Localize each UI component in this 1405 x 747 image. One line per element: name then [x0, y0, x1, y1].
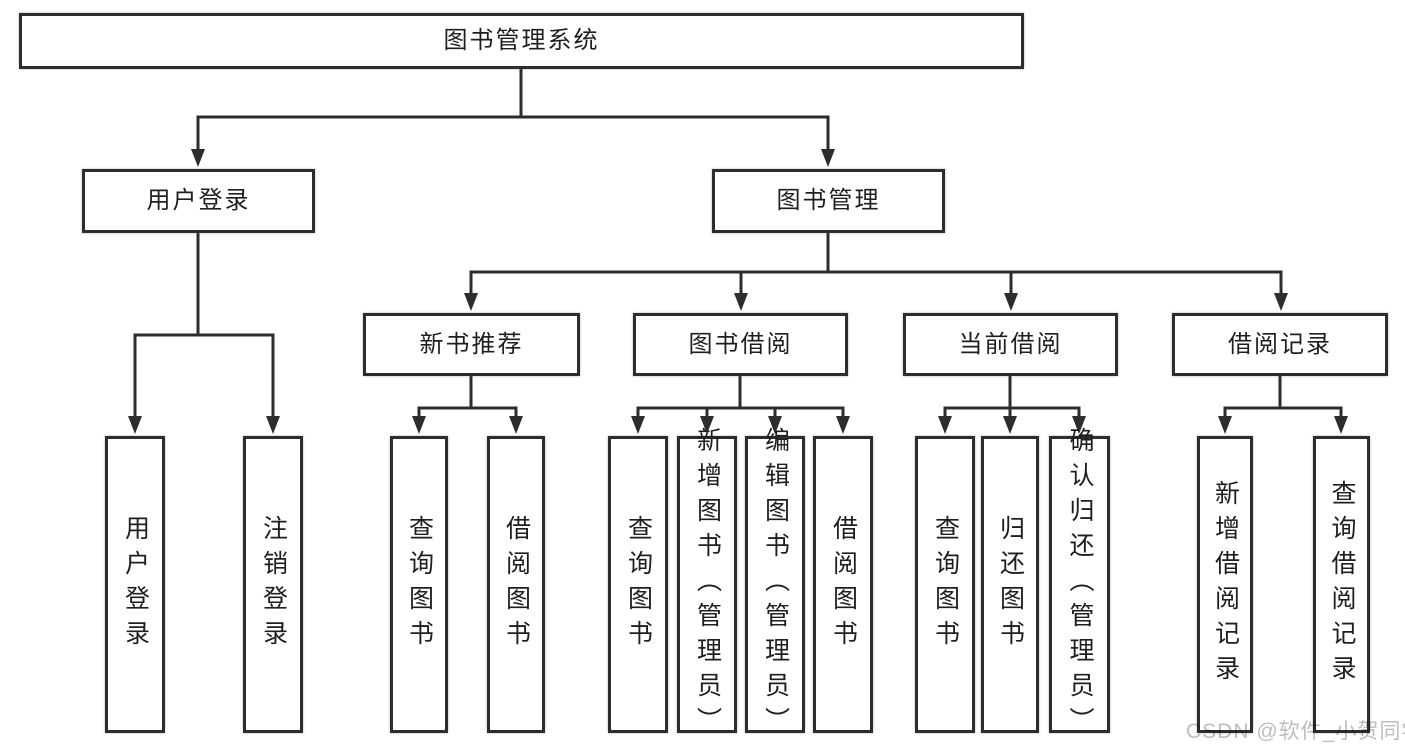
node-book-management: 图书管理 — [712, 169, 945, 233]
node-label: 借阅图书 — [829, 514, 858, 655]
node-current-borrow: 当前借阅 — [903, 313, 1118, 376]
node-label: 图书管理 — [776, 187, 881, 214]
node-book-borrow: 图书借阅 — [633, 313, 848, 376]
node-label: 当前借阅 — [958, 330, 1063, 358]
node-label: 图书借阅 — [688, 330, 793, 358]
node-user-login: 用户登录 — [82, 169, 315, 233]
node-label: 图书管理系统 — [443, 27, 600, 54]
node-label: 新增借阅记录 — [1211, 479, 1240, 690]
leaf-edit-book-admin: 编辑图书（管理员） — [745, 427, 805, 742]
node-label: 查询图书 — [931, 514, 960, 655]
node-label: 注销登录 — [259, 514, 288, 655]
leaf-query-books-borrow: 查询图书 — [608, 436, 668, 733]
leaf-return-books: 归还图书 — [981, 436, 1039, 733]
node-label: 借阅记录 — [1228, 330, 1332, 358]
node-label: 查询图书 — [405, 514, 434, 655]
node-borrow-records: 借阅记录 — [1172, 313, 1388, 376]
leaf-add-borrow-record: 新增借阅记录 — [1197, 436, 1253, 733]
leaf-confirm-return-admin: 确认归还（管理员） — [1049, 427, 1110, 742]
node-library-management-system: 图书管理系统 — [19, 13, 1024, 69]
leaf-user-login: 用户登录 — [105, 436, 165, 733]
node-label: 确认归还（管理员） — [1066, 427, 1094, 742]
node-label: 归还图书 — [996, 514, 1025, 655]
node-label: 编辑图书（管理员） — [761, 427, 790, 742]
leaf-logout: 注销登录 — [243, 436, 303, 733]
node-label: 用户登录 — [121, 514, 150, 655]
csdn-watermark: CSDN @软件_小贺同学 — [1186, 720, 1405, 743]
node-label: 新增图书（管理员） — [693, 427, 722, 742]
node-label: 新书推荐 — [419, 330, 524, 358]
node-label: 查询借阅记录 — [1328, 479, 1356, 690]
leaf-query-books-recommend: 查询图书 — [390, 436, 448, 733]
leaf-borrow-books-borrow: 借阅图书 — [813, 436, 873, 733]
node-label: 借阅图书 — [502, 514, 531, 655]
leaf-query-borrow-record: 查询借阅记录 — [1313, 436, 1370, 733]
node-new-book-recommend: 新书推荐 — [363, 313, 580, 376]
leaf-add-book-admin: 新增图书（管理员） — [677, 427, 737, 742]
leaf-query-books-current: 查询图书 — [915, 436, 975, 733]
node-label: 用户登录 — [146, 187, 251, 214]
node-label: 查询图书 — [624, 514, 653, 655]
leaf-borrow-books-recommend: 借阅图书 — [487, 436, 545, 733]
